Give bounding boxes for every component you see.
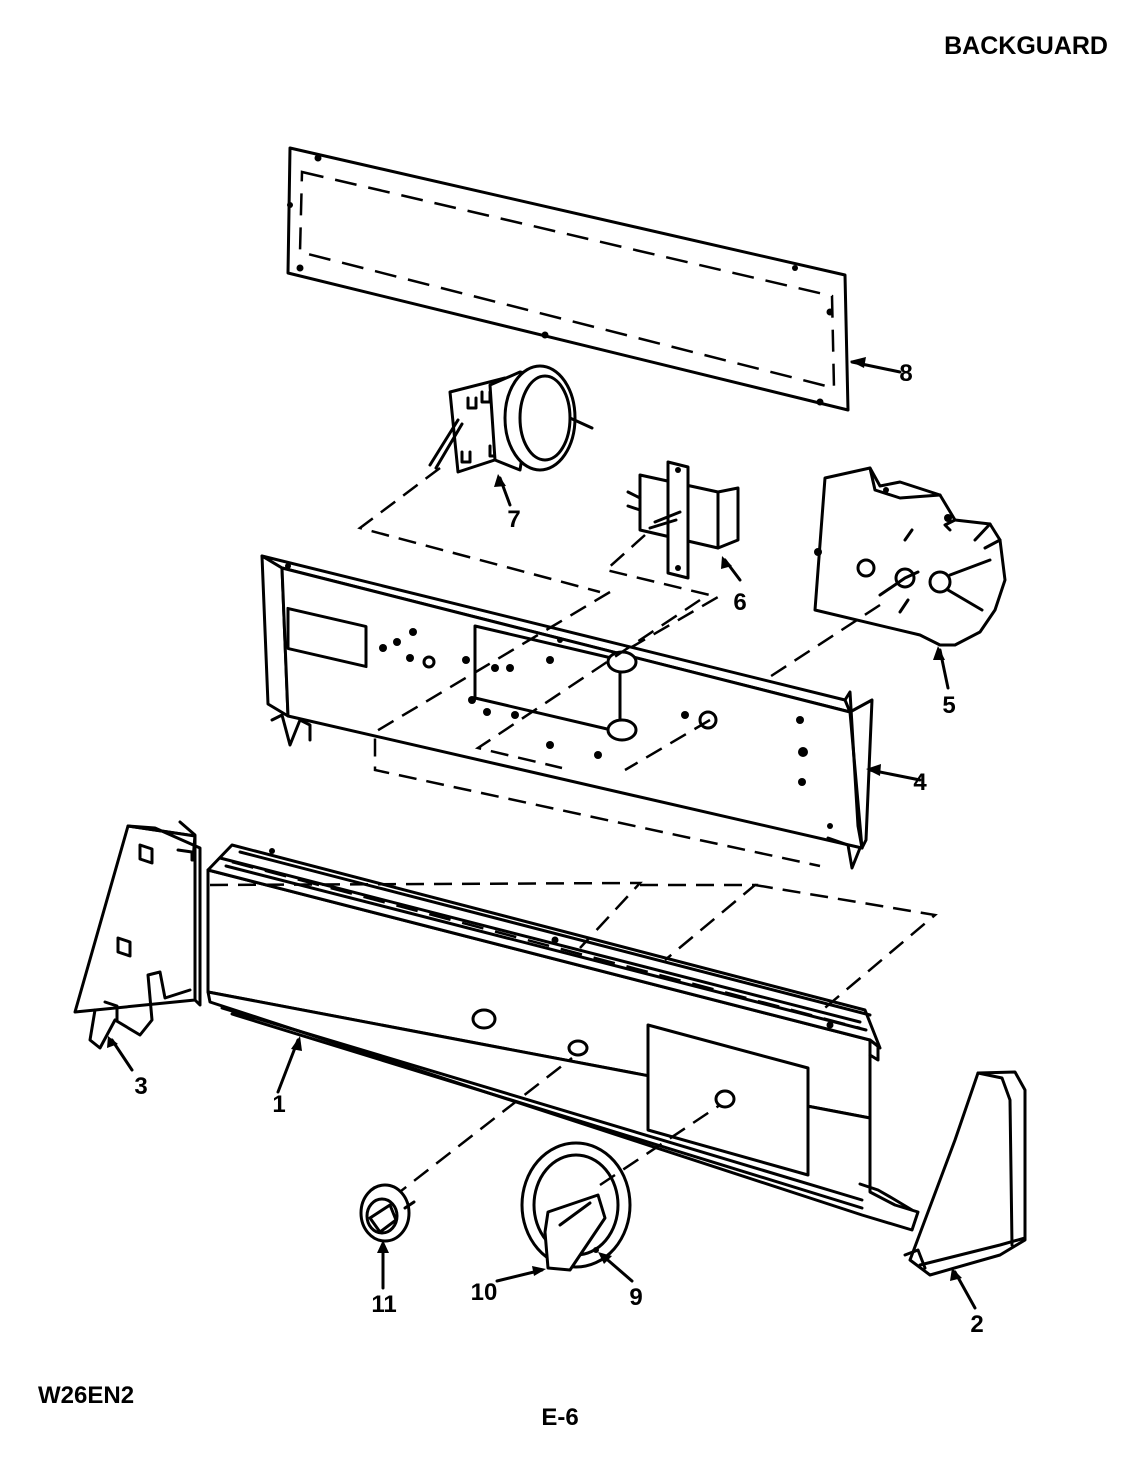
callout-9: 9: [629, 1284, 642, 1311]
left-end-cap-part: [73, 820, 202, 1050]
callout-labels: 1 2 3 4 5 6 7 8 9 10 11: [134, 360, 983, 1338]
water-level-switch-part: [428, 364, 594, 474]
timer-knob-assembly-part: [520, 1141, 632, 1272]
model-number: W26EN2: [38, 1382, 134, 1409]
backguard-panel-part: [206, 843, 920, 1232]
page-number: E-6: [541, 1404, 578, 1431]
callout-11: 11: [371, 1291, 396, 1318]
control-panel-bracket-part: [260, 554, 874, 870]
callout-3: 3: [134, 1073, 147, 1100]
callout-8: 8: [899, 360, 912, 387]
callout-5: 5: [942, 692, 955, 719]
water-level-knob-part: [359, 1183, 416, 1243]
callout-7: 7: [507, 506, 520, 533]
timer-part: [813, 466, 1007, 647]
rear-cover-part: [286, 146, 850, 412]
callout-10: 10: [471, 1279, 498, 1306]
callout-6: 6: [733, 589, 746, 616]
page-title: BACKGUARD: [944, 32, 1108, 60]
callout-4: 4: [913, 769, 927, 796]
callout-1: 1: [272, 1091, 285, 1118]
right-end-cap-part: [903, 1070, 1027, 1277]
switch-part: [626, 460, 740, 580]
callout-2: 2: [970, 1311, 983, 1338]
